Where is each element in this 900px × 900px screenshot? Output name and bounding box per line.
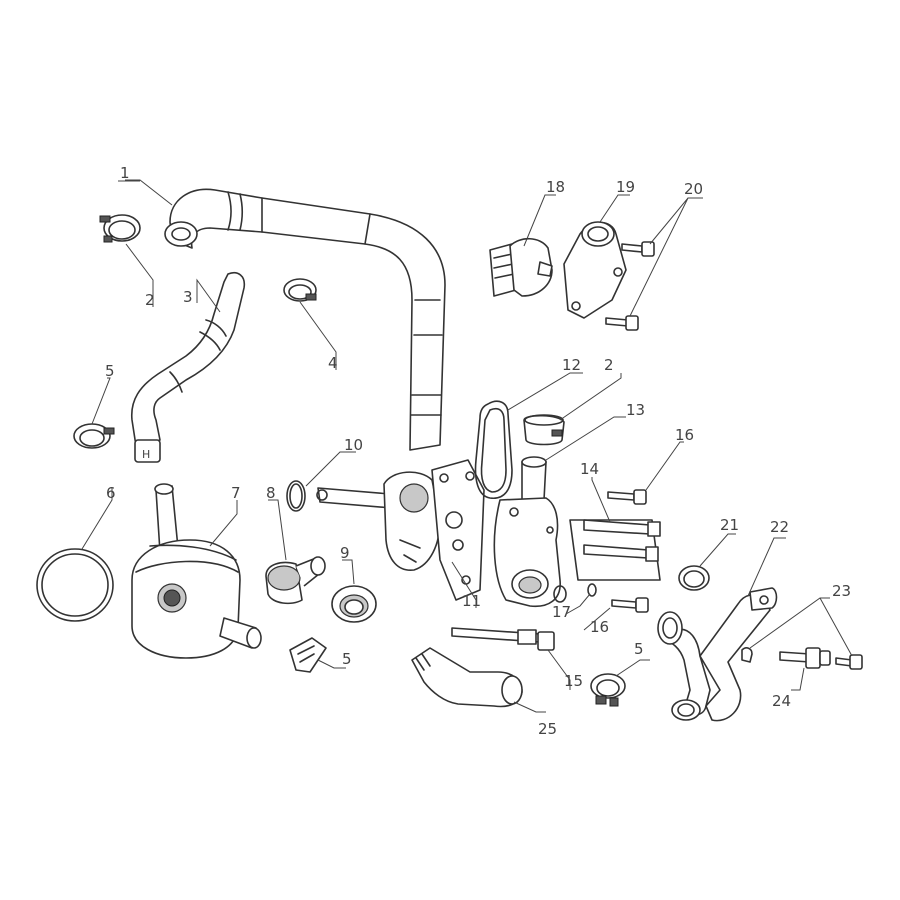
part-20-bolt-upper[interactable] xyxy=(621,241,655,257)
part-11-water-pump[interactable] xyxy=(316,459,485,601)
part-12-gasket[interactable] xyxy=(474,400,513,499)
callout-14: 14 xyxy=(580,460,599,478)
callout-15: 15 xyxy=(564,672,583,690)
callout-21: 21 xyxy=(720,516,739,534)
callout-7: 7 xyxy=(231,484,241,502)
part-23-bolt[interactable] xyxy=(835,654,863,670)
part-5-clamp-right[interactable] xyxy=(590,673,626,707)
part-20-bolt-lower[interactable] xyxy=(605,315,639,331)
callout-4: 4 xyxy=(328,354,338,372)
callout-25: 25 xyxy=(538,720,557,738)
callout-22: 22 xyxy=(770,518,789,536)
part-18-thermostat[interactable] xyxy=(489,237,553,297)
callout-2-right: 2 xyxy=(604,356,614,374)
leader-lines xyxy=(81,179,853,713)
callout-18: 18 xyxy=(546,178,565,196)
callout-23: 23 xyxy=(832,582,851,600)
part-9-seal-ring[interactable] xyxy=(331,585,377,623)
callout-8: 8 xyxy=(266,484,276,502)
callout-5-left: 5 xyxy=(105,362,115,380)
svg-text:H: H xyxy=(142,448,150,461)
callout-11: 11 xyxy=(462,592,481,610)
part-7-oil-cooler[interactable] xyxy=(131,483,262,659)
callout-labels: 1 2 2 3 4 5 5 5 6 7 8 9 10 11 12 13 14 1… xyxy=(105,164,851,738)
part-1-upper-hose[interactable] xyxy=(164,188,446,451)
part-25-short-hose[interactable] xyxy=(411,647,523,708)
part-21-seal-ring[interactable] xyxy=(678,565,710,591)
part-8-plug[interactable] xyxy=(265,556,326,605)
part-3-bent-hose[interactable]: H xyxy=(131,272,246,463)
part-6-o-ring[interactable] xyxy=(36,548,114,622)
callout-12: 12 xyxy=(562,356,581,374)
part-5-clamp-left[interactable] xyxy=(73,423,115,449)
callout-3: 3 xyxy=(183,288,193,306)
callout-2: 2 xyxy=(145,291,155,309)
callout-24: 24 xyxy=(772,692,791,710)
part-19-thermostat-housing[interactable] xyxy=(563,221,627,319)
part-24-stud-bolt[interactable] xyxy=(779,647,831,669)
callout-5-middle: 5 xyxy=(342,650,352,668)
callout-9: 9 xyxy=(340,544,350,562)
part-4-small-clamp[interactable] xyxy=(283,278,317,302)
part-13-outlet-housing[interactable] xyxy=(493,456,567,608)
part-10-small-o-ring[interactable] xyxy=(286,480,306,512)
part-22-coolant-pipe[interactable] xyxy=(657,587,778,722)
callout-16-upper: 16 xyxy=(675,426,694,444)
part-5-clip-middle[interactable] xyxy=(289,637,327,673)
callout-5-right: 5 xyxy=(634,640,644,658)
callout-10: 10 xyxy=(344,436,363,454)
part-16-bolt-lower[interactable] xyxy=(611,597,649,613)
part-17-tiny-o-ring[interactable] xyxy=(587,583,597,597)
part-2-hose-clamp[interactable] xyxy=(99,214,141,243)
part-14-bolt-set[interactable] xyxy=(569,519,661,581)
callout-17: 17 xyxy=(552,603,571,621)
part-15-long-bolt[interactable] xyxy=(451,627,555,651)
callout-19: 19 xyxy=(616,178,635,196)
callout-13: 13 xyxy=(626,401,645,419)
callout-6: 6 xyxy=(106,484,116,502)
callout-1: 1 xyxy=(120,164,130,182)
callout-20: 20 xyxy=(684,180,703,198)
part-16-bolt-upper[interactable] xyxy=(607,489,647,505)
part-2-hose-clamp-right[interactable] xyxy=(523,414,565,446)
callout-16-lower: 16 xyxy=(590,618,609,636)
